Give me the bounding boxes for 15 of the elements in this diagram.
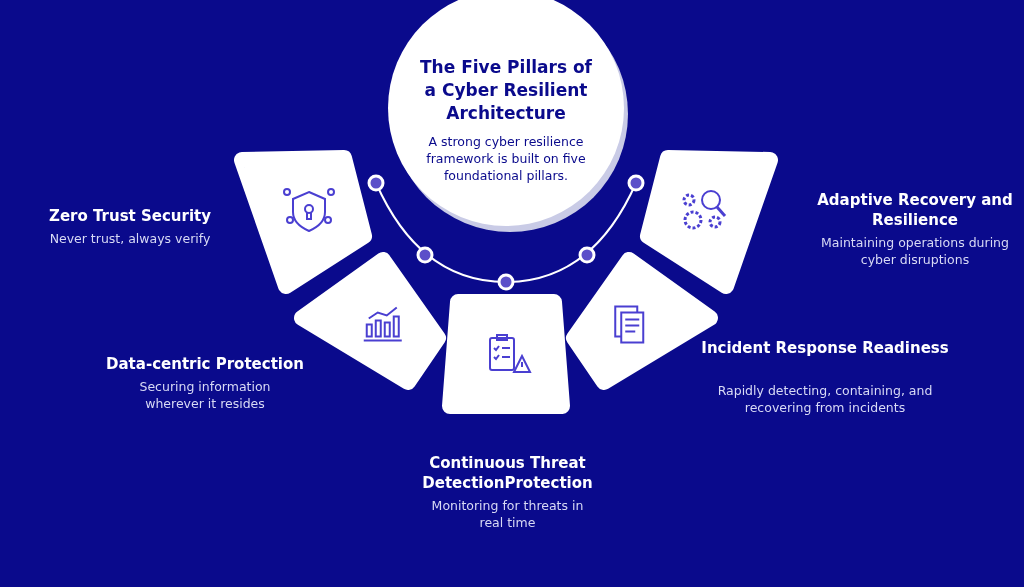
pillar-title: Continuous Threat DetectionProtection [421,453,594,493]
pillar-description: Securing information wherever it resides [138,378,272,412]
pillar-description: Rapidly detecting, containing, and recovering from incidents [716,382,934,416]
title: The Five Pillars of a Cyber Resilient Architecture [419,56,593,125]
pillar-title: Incident Response Readiness [700,338,950,358]
pillar-card [442,294,570,414]
pillar-description: Maintaining operations during cyber disruptions [820,234,1010,268]
subtitle: A strong cyber resilience framework is built on five foundational pillars. [425,133,587,184]
pillar-card [640,150,778,294]
pillar-title: Adaptive Recovery and Resilience [816,190,1014,230]
pillar-description: Never trust, always verify [48,230,212,247]
pillar-card [234,150,372,294]
pillar-title: Data-centric Protection [105,354,305,374]
pillar-description: Monitoring for threats in real time [430,497,585,531]
pillar-title: Zero Trust Security [48,206,212,226]
